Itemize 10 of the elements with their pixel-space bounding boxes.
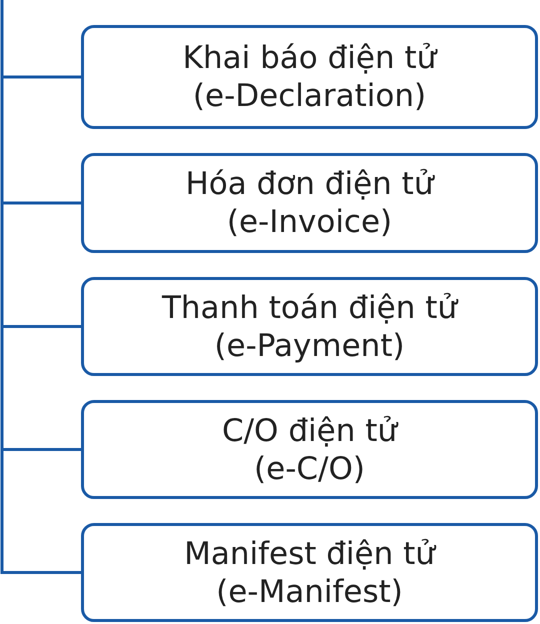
rounded-box [81, 153, 538, 253]
box-text: Khai báo điện tử (e-Declaration) [182, 39, 438, 115]
rounded-box [81, 277, 538, 376]
rounded-box [81, 400, 538, 499]
box-text: Manifest điện tử (e-Manifest) [183, 534, 438, 610]
rounded-box [81, 523, 538, 622]
box-text: Hóa đơn điện tử (e-Invoice) [184, 165, 436, 241]
rounded-box [81, 25, 538, 129]
box-text: Thanh toán điện tử (e-Payment) [160, 288, 460, 364]
box-text: C/O điện tử (e-C/O) [220, 412, 400, 488]
